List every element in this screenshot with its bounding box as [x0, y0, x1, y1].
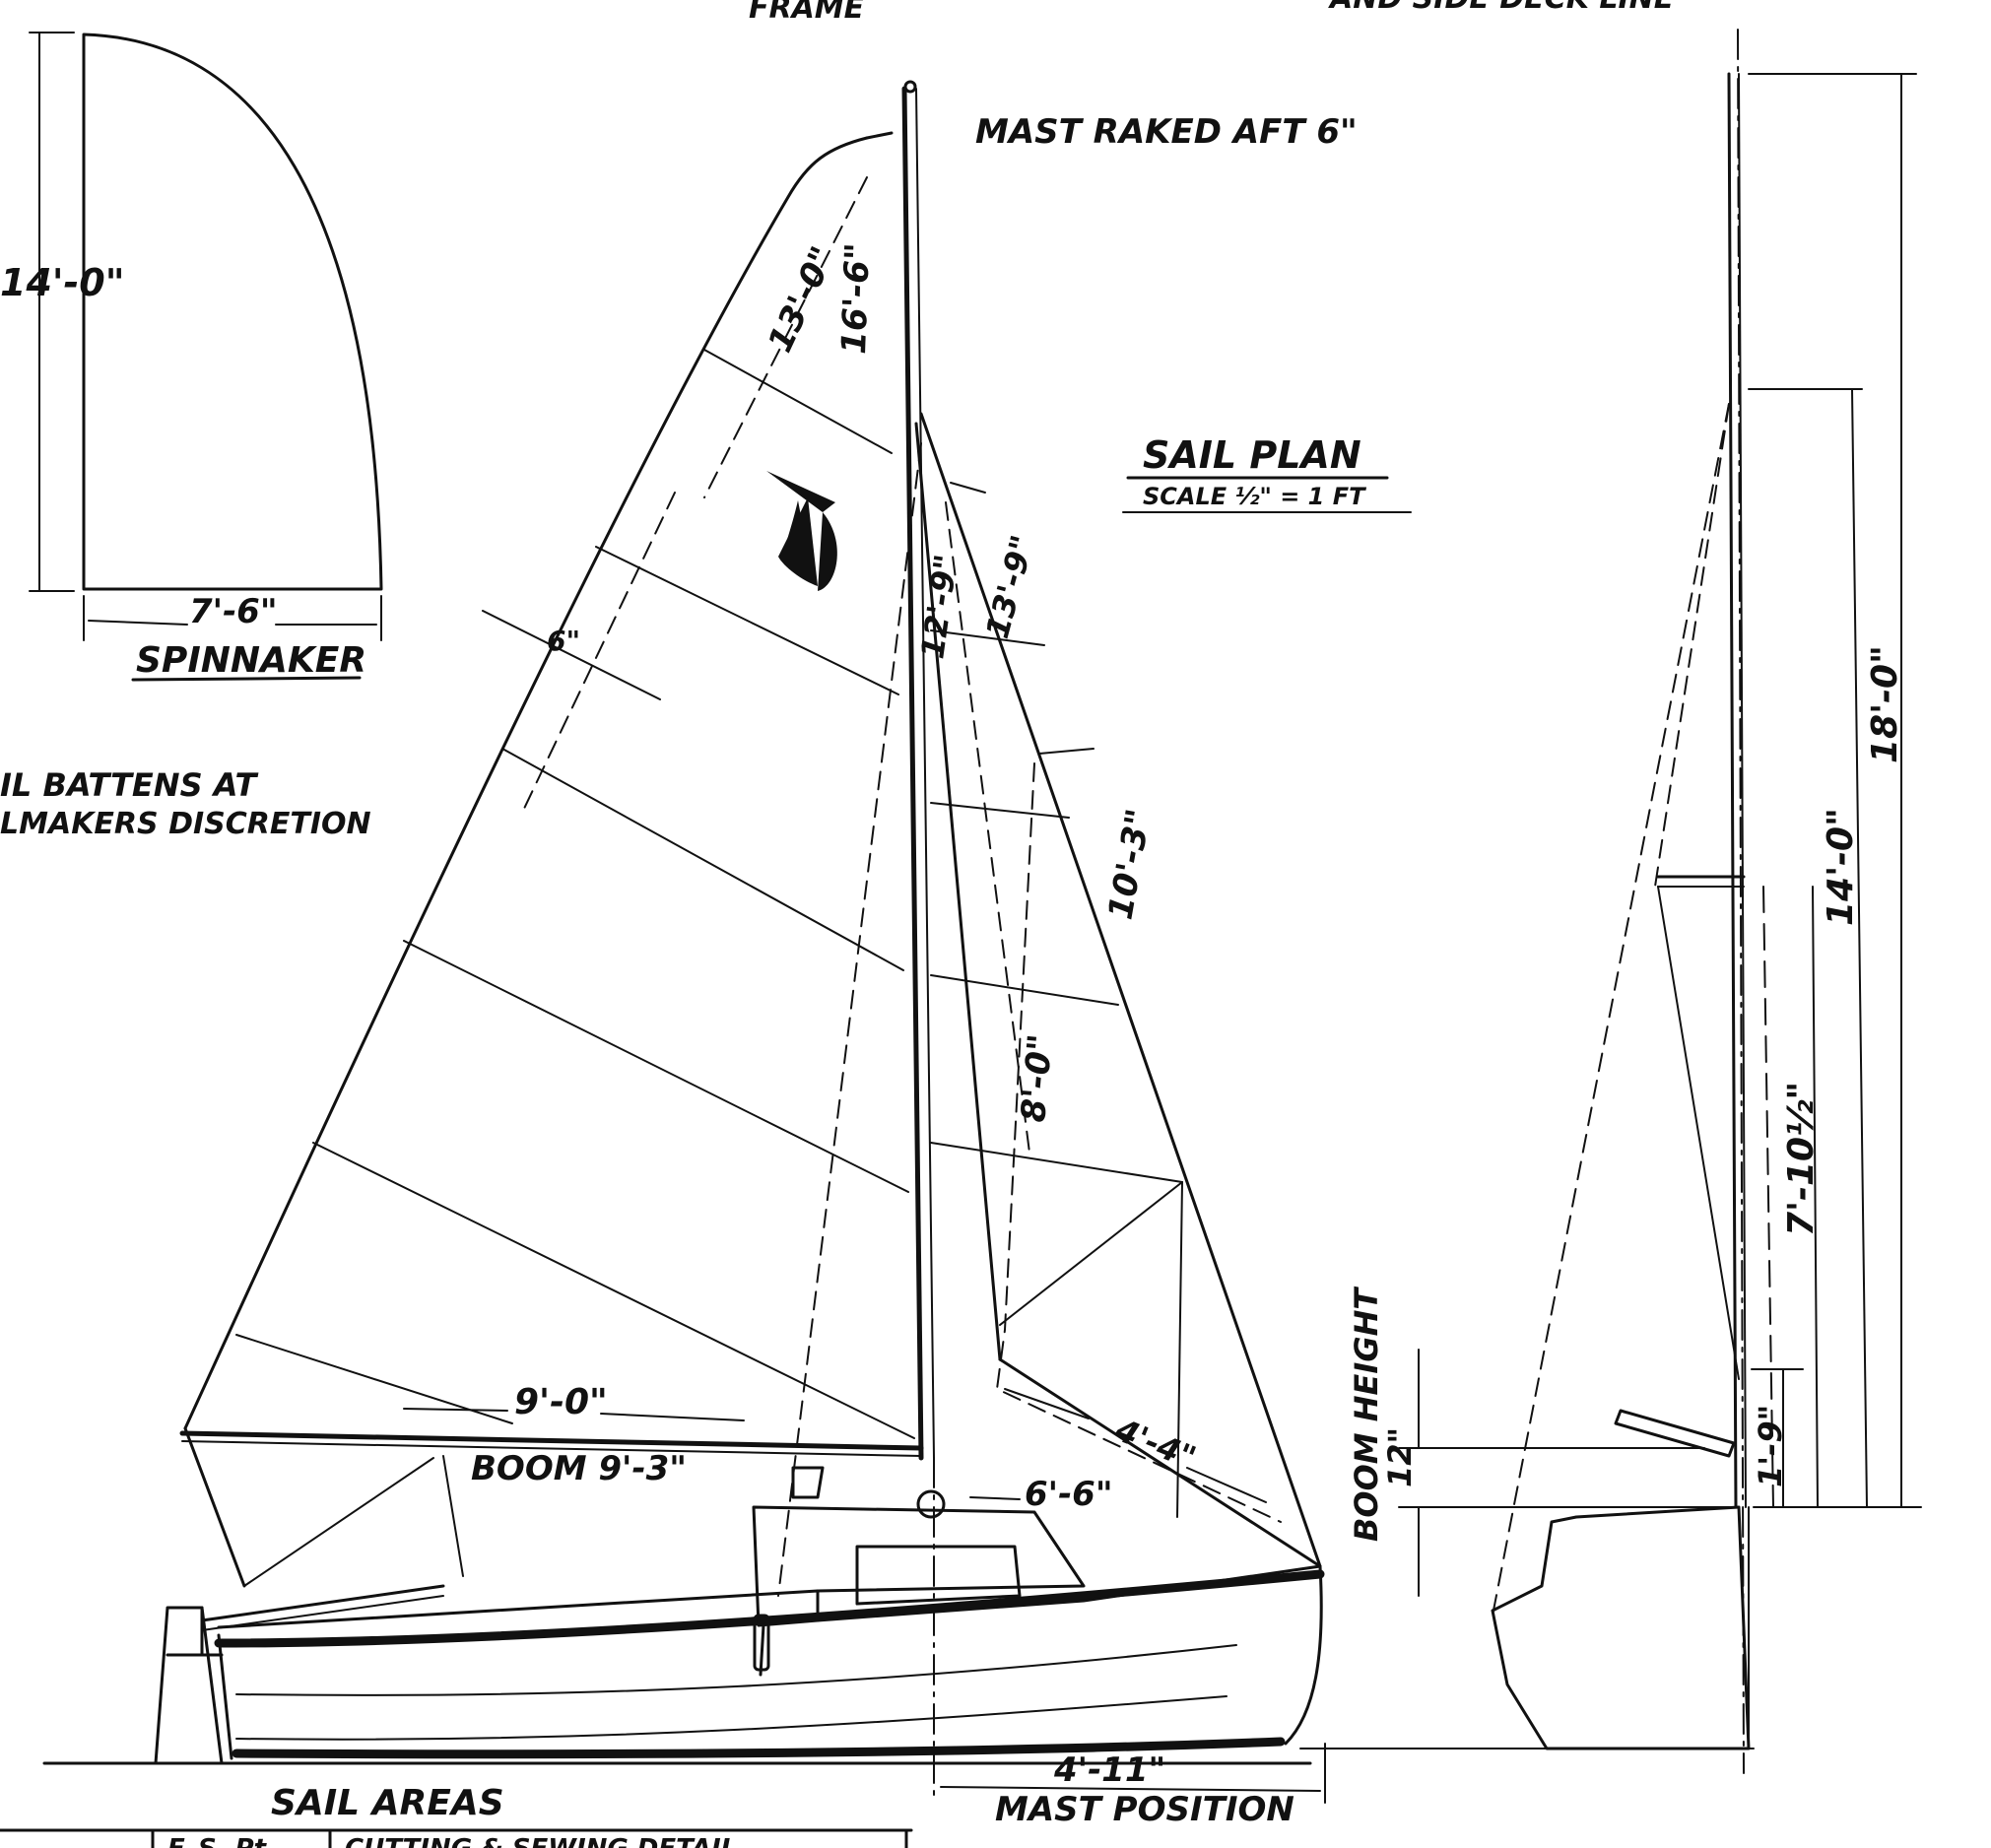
- battens-note-line2: LMAKERS DISCRETION: [0, 807, 371, 841]
- main-foot-dimline-left: [403, 1408, 508, 1412]
- main-head-dim: 13'-0": [761, 240, 843, 359]
- jib-foot-dim: 6'-6": [1025, 1475, 1113, 1514]
- sail-areas-title: SAIL AREAS: [271, 1783, 504, 1823]
- front-18-dim: 18'-0": [1865, 645, 1905, 763]
- top-left-partial-label: FRAME: [749, 0, 865, 26]
- boom-height-value: 12": [1381, 1427, 1419, 1487]
- front-1-dim: 1'-9": [1752, 1405, 1789, 1487]
- mast-position-dimline: [940, 1786, 1321, 1792]
- front-14-dim: 14'-0": [1821, 808, 1861, 926]
- hull-profile: [42, 1466, 1325, 1765]
- mast-position-dim: 4'-11": [1053, 1750, 1165, 1790]
- top-right-partial-label: AND SIDE DECK LINE: [1328, 0, 1675, 16]
- spinnaker-label: SPINNAKER: [136, 640, 366, 681]
- jib: [777, 412, 1322, 1597]
- mast-rake-note: MAST RAKED AFT 6": [975, 112, 1358, 152]
- jib-leech-dim: 10'-3": [1100, 806, 1159, 922]
- sail-areas-cell-2: CUTTING & SEWING DETAIL: [345, 1834, 737, 1848]
- main-luff-dim: 16'-6": [834, 242, 878, 356]
- mast-position-label: MAST POSITION: [995, 1790, 1294, 1829]
- jib-luff-dim: 12'-9": [913, 552, 964, 661]
- sail-areas-cell-1: F. S. Pt: [167, 1834, 268, 1848]
- spinnaker-drawing: [29, 32, 383, 682]
- jib-4-dimline-b: [1186, 1467, 1267, 1503]
- spinnaker-foot-dim: 7'-6": [189, 592, 278, 631]
- jib-4-dimline-a: [1004, 1388, 1090, 1419]
- sail-plan-scale: SCALE ½" = 1 FT: [1143, 483, 1366, 510]
- forestay-dim: 13'-9": [978, 531, 1041, 642]
- mainsail: [179, 131, 924, 1588]
- jib-4-dim: 4'-4": [1109, 1411, 1201, 1477]
- jib-foot-dimline: [969, 1496, 1021, 1500]
- front-7-dim: 7'-10½": [1781, 1082, 1822, 1236]
- boom-label: BOOM 9'-3": [471, 1449, 687, 1488]
- battens-note-line1: IL BATTENS AT: [0, 766, 258, 804]
- mast: [901, 80, 935, 1461]
- spinnaker-height-dim: 14'-0": [0, 261, 125, 304]
- roach-dim: 6": [547, 625, 580, 657]
- sail-areas-table: [0, 1828, 913, 1848]
- main-foot-dimline-right: [600, 1413, 745, 1421]
- sail-plan-title: SAIL PLAN: [1143, 433, 1361, 477]
- jib-8-dim: 8'-0": [1014, 1032, 1061, 1124]
- boom-height-label: BOOM HEIGHT: [1348, 1287, 1385, 1542]
- front-view: [1299, 29, 1922, 1774]
- main-foot-dim: 9'-0": [514, 1382, 608, 1422]
- class-insignia: [766, 471, 837, 591]
